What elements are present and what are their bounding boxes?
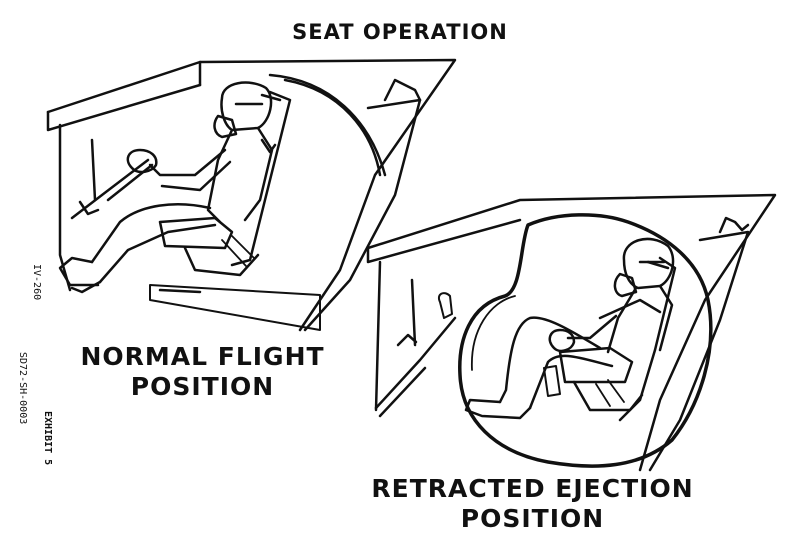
figure-code: IV-260 — [31, 264, 42, 301]
normal-flight-caption: NORMAL FLIGHT POSITION — [75, 342, 330, 402]
ejection-capsule — [458, 213, 713, 468]
retracted-seat-and-pilot — [464, 237, 677, 422]
document-code: SD72-SH-0003 — [17, 352, 28, 425]
retracted-ejection-caption-line2: POSITION — [460, 504, 605, 533]
exhibit-label: EXHIBIT 5 — [42, 411, 53, 466]
retracted-ejection-caption-line1: RETRACTED EJECTION — [371, 474, 694, 503]
normal-flight-caption-line1: NORMAL FLIGHT — [80, 342, 325, 371]
normal-flight-seat-and-pilot — [58, 81, 292, 294]
normal-flight-caption-line2: POSITION — [130, 372, 275, 401]
retracted-ejection-cockpit — [366, 193, 777, 472]
retracted-ejection-caption: RETRACTED EJECTION POSITION — [360, 474, 705, 534]
normal-flight-cockpit — [46, 58, 457, 332]
diagram-title: SEAT OPERATION — [292, 20, 508, 44]
